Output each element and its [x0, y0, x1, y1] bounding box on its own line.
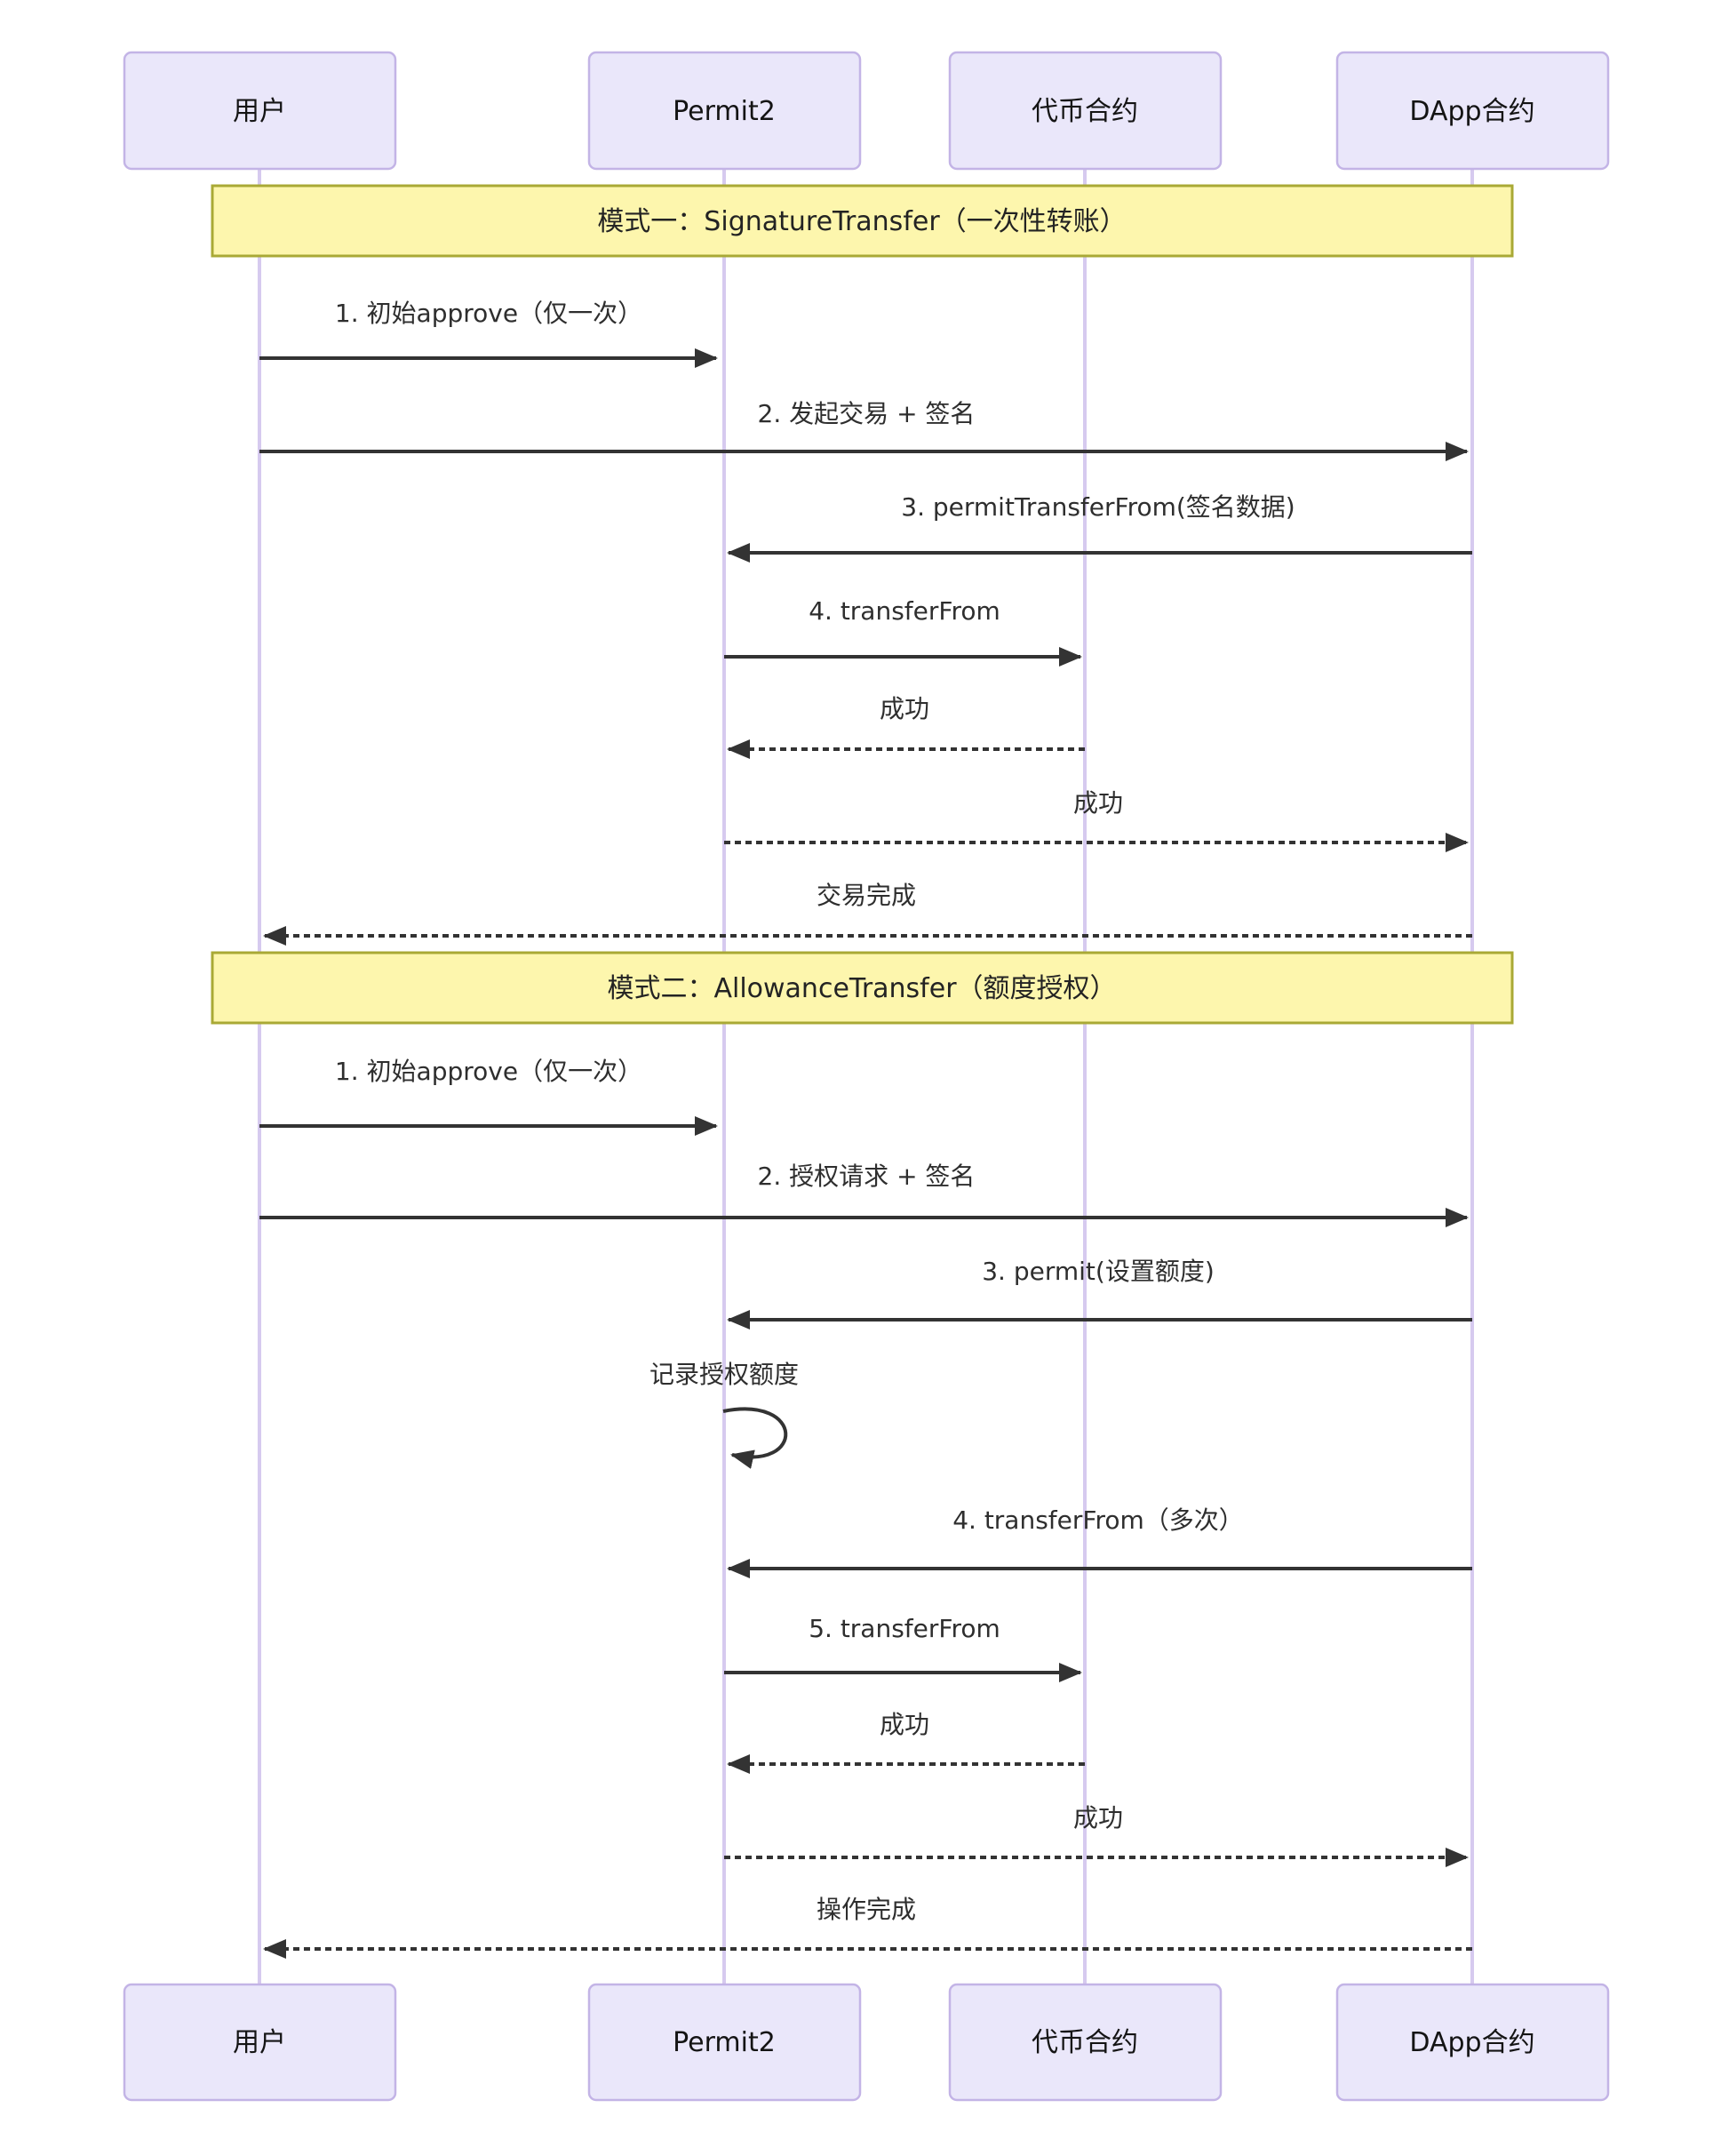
message-s2-m4: 4. transferFrom（多次） [727, 1505, 1472, 1578]
section-banner-rect [211, 951, 1514, 1025]
actor-box [1335, 51, 1610, 171]
message-s2-m1: 1. 初始approve（仅一次） [259, 1057, 718, 1136]
message-s2-m2: 2. 授权请求 + 签名 [259, 1162, 1469, 1227]
actor-bottom-token-contract: 代币合约 [948, 1983, 1223, 2102]
actor-top-token-contract: 代币合约 [948, 51, 1223, 171]
message-s2-m3: 3. permit(设置额度) [727, 1257, 1472, 1330]
message-label: 成功 [880, 1710, 929, 1739]
actor-box [123, 51, 397, 171]
message-s2-m8: 操作完成 [263, 1895, 1472, 1959]
message-s1-m2: 2. 发起交易 + 签名 [259, 399, 1469, 461]
section-banner-1: 模式一：SignatureTransfer（一次性转账） [211, 184, 1514, 258]
message-label: 4. transferFrom（多次） [952, 1505, 1244, 1535]
message-s1-m5: 成功 [727, 694, 1085, 759]
message-label: 1. 初始approve（仅一次） [335, 1057, 642, 1086]
actor-label: 用户 [233, 96, 286, 127]
message-label: 4. transferFrom [809, 596, 1000, 626]
self-message-arrow [722, 1407, 788, 1469]
actor-label: DApp合约 [1409, 96, 1534, 127]
actor-box [587, 51, 862, 171]
actor-box [948, 51, 1223, 171]
actor-box [123, 1983, 397, 2102]
message-s1-m4: 4. transferFrom [724, 596, 1082, 667]
message-label: 5. transferFrom [809, 1614, 1000, 1643]
message-label: 成功 [1073, 1803, 1123, 1833]
actor-top-permit2: Permit2 [587, 51, 862, 171]
actor-label: 代币合约 [1032, 2027, 1138, 2058]
message-label: 成功 [1073, 788, 1123, 818]
section-title: 模式二：AllowanceTransfer（额度授权） [607, 973, 1116, 1004]
actor-bottom-permit2: Permit2 [587, 1983, 862, 2102]
message-s2-self-loop: 记录授权额度 [649, 1360, 799, 1469]
message-label: 1. 初始approve（仅一次） [335, 299, 642, 328]
actor-label: 用户 [233, 2027, 286, 2058]
message-s2-m7: 成功 [724, 1803, 1469, 1867]
actor-top-dapp-contract: DApp合约 [1335, 51, 1610, 171]
message-label: 2. 授权请求 + 签名 [758, 1162, 976, 1191]
message-s1-m3: 3. permitTransferFrom(签名数据) [727, 492, 1472, 563]
message-label: 交易完成 [817, 881, 916, 910]
message-label: 3. permit(设置额度) [982, 1257, 1215, 1286]
section-banner-2: 模式二：AllowanceTransfer（额度授权） [211, 951, 1514, 1025]
actor-label: 代币合约 [1032, 96, 1138, 127]
message-s1-m1: 1. 初始approve（仅一次） [259, 299, 718, 368]
message-label: 成功 [880, 694, 929, 723]
message-label: 2. 发起交易 + 签名 [758, 399, 976, 428]
actor-label: Permit2 [673, 96, 776, 127]
section-banner-rect [211, 184, 1514, 258]
message-label: 3. permitTransferFrom(签名数据) [901, 492, 1295, 522]
message-s1-m6: 成功 [724, 788, 1469, 852]
section-title: 模式一：SignatureTransfer（一次性转账） [597, 206, 1126, 237]
message-s2-m6: 成功 [727, 1710, 1085, 1774]
actor-box [948, 1983, 1223, 2102]
message-s2-m5: 5. transferFrom [724, 1614, 1082, 1682]
actor-label: DApp合约 [1409, 2027, 1534, 2058]
actor-bottom-user: 用户 [123, 1983, 397, 2102]
actor-bottom-dapp-contract: DApp合约 [1335, 1983, 1610, 2102]
actor-label: Permit2 [673, 2027, 776, 2058]
message-s1-m7: 交易完成 [263, 881, 1472, 946]
actor-top-user: 用户 [123, 51, 397, 171]
message-label: 操作完成 [817, 1895, 916, 1924]
message-label: 记录授权额度 [649, 1360, 799, 1389]
actor-box [587, 1983, 862, 2102]
actor-box [1335, 1983, 1610, 2102]
